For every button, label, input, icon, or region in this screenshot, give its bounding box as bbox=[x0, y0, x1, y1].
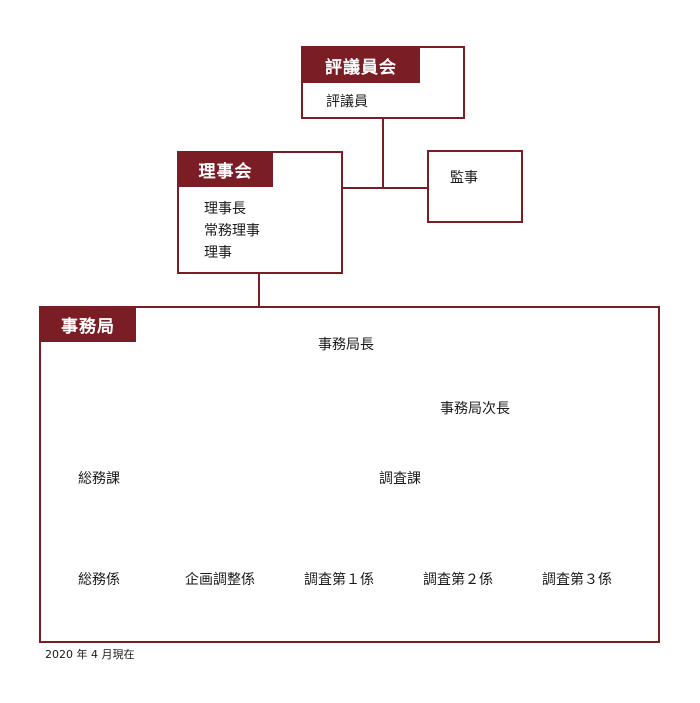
research-section: 調査課 bbox=[379, 471, 421, 487]
general-affairs-unit: 総務係 bbox=[78, 572, 120, 588]
secretariat-head: 事務局長 bbox=[318, 337, 374, 353]
general-affairs-section: 総務課 bbox=[78, 471, 120, 487]
as-of-date: 2020 年 4 月現在 bbox=[45, 648, 135, 661]
research-unit-3: 調査第２係 bbox=[423, 572, 493, 588]
auditor-box bbox=[427, 150, 523, 223]
directors-member-3: 理事 bbox=[204, 245, 232, 261]
secretariat-box bbox=[39, 306, 660, 643]
board-title: 評議員会 bbox=[302, 47, 420, 83]
auditor-title: 監事 bbox=[450, 170, 478, 186]
research-unit-4: 調査第３係 bbox=[542, 572, 612, 588]
secretariat-deputy: 事務局次長 bbox=[440, 401, 510, 417]
secretariat-title: 事務局 bbox=[40, 307, 136, 342]
board-member: 評議員 bbox=[326, 94, 368, 110]
research-unit-1: 企画調整係 bbox=[185, 572, 255, 588]
directors-member-1: 理事長 bbox=[204, 201, 246, 217]
research-unit-2: 調査第１係 bbox=[304, 572, 374, 588]
directors-member-2: 常務理事 bbox=[204, 223, 260, 239]
directors-title: 理事会 bbox=[178, 152, 273, 187]
